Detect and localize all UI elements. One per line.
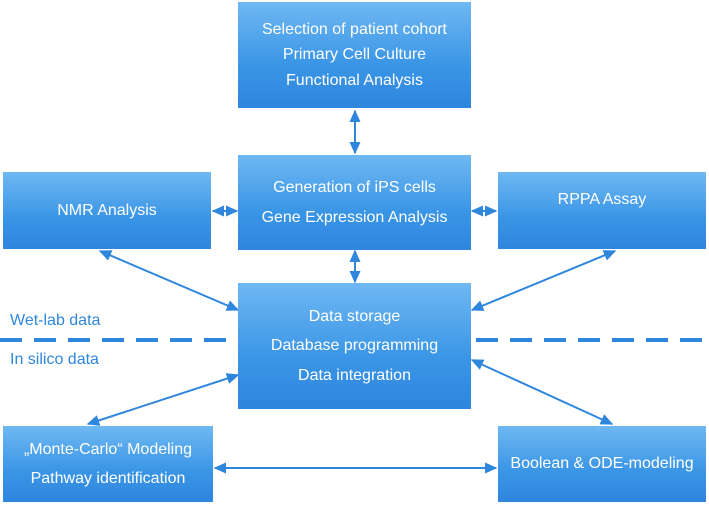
boolean-ode-box: Boolean & ODE-modeling xyxy=(498,426,706,502)
box-line: Functional Analysis xyxy=(286,71,423,89)
arrow-rppa-data xyxy=(470,250,617,311)
data-integration-box: Data storage Database programming Data i… xyxy=(238,283,471,409)
arrow-data-boolean xyxy=(470,359,614,425)
rppa-assay-box: RPPA Assay xyxy=(498,172,706,249)
box-line: NMR Analysis xyxy=(57,201,157,219)
box-line: Data integration xyxy=(298,366,411,384)
box-line: Pathway identification xyxy=(30,470,186,487)
arrow-nmr-data xyxy=(98,250,240,311)
box-line: Gene Expression Analysis xyxy=(261,208,448,226)
box-line: Data storage xyxy=(308,308,401,326)
box-line: RPPA Assay xyxy=(557,191,647,208)
in-silico-label: In silico data xyxy=(10,351,99,368)
monte-carlo-box: „Monte-Carlo“ Modeling Pathway identific… xyxy=(3,426,213,502)
wet-lab-label: Wet-lab data xyxy=(10,312,101,329)
arrow-data-monte xyxy=(86,373,240,426)
box-line: Database programming xyxy=(270,337,439,355)
box-line: Boolean & ODE-modeling xyxy=(510,455,694,473)
nmr-analysis-box: NMR Analysis xyxy=(3,172,211,249)
box-line: „Monte-Carlo“ Modeling xyxy=(23,440,193,458)
box-line: Primary Cell Culture xyxy=(282,46,427,64)
ips-cells-box: Generation of iPS cells Gene Expression … xyxy=(238,155,471,250)
box-line: Generation of iPS cells xyxy=(273,179,436,197)
patient-cohort-box: Selection of patient cohort Primary Cell… xyxy=(238,2,471,108)
box-line: Selection of patient cohort xyxy=(261,21,447,39)
